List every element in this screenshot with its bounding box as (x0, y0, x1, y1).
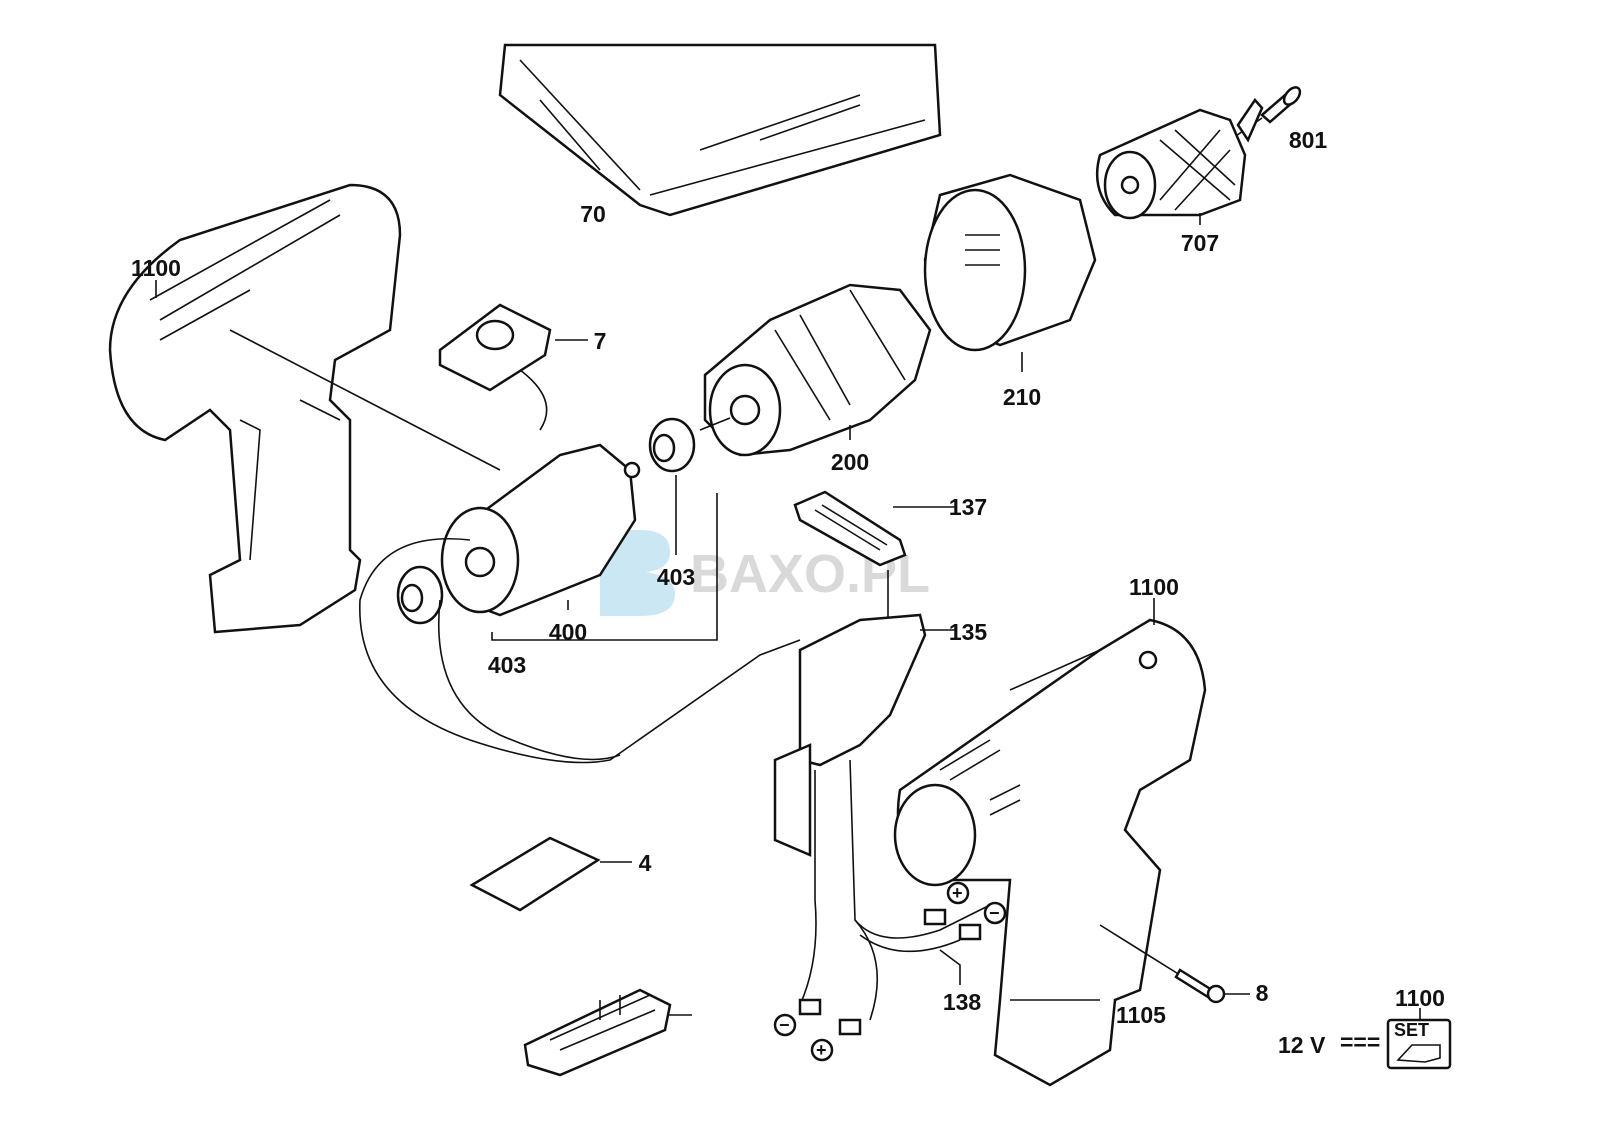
nameplate (469, 836, 632, 912)
label-400: 400 (549, 619, 587, 645)
motor (359, 443, 801, 764)
label-200: 200 (831, 449, 869, 475)
label-1100-left: 1100 (131, 255, 181, 281)
housing-right (893, 598, 1250, 1087)
svg-text:+: + (952, 883, 963, 903)
label-7: 7 (594, 328, 607, 354)
label-707: 707 (1181, 230, 1219, 256)
label-801: 801 (1289, 127, 1328, 153)
label-1100-right: 1100 (1129, 574, 1179, 600)
voltage-label: 12 V (1278, 1032, 1326, 1058)
bushing-upper (648, 417, 696, 555)
label-403-lower: 403 (488, 652, 526, 678)
label-403-upper: 403 (657, 564, 695, 590)
label-1100-set: 1100 (1395, 985, 1445, 1011)
switch-135 (773, 613, 991, 1036)
gearbox (699, 283, 932, 457)
dc-symbol: === (1340, 1029, 1380, 1055)
label-1105: 1105 (1116, 1002, 1166, 1028)
label-138: 138 (943, 989, 982, 1015)
label-8: 8 (1256, 980, 1269, 1006)
polarity-markers: + − − + (773, 881, 1007, 1062)
battery-contact (523, 988, 692, 1077)
keyless-chuck (1095, 97, 1264, 225)
housing-left (108, 183, 501, 634)
label-4: 4 (639, 850, 652, 876)
svg-text:SET: SET (1394, 1020, 1429, 1040)
label-210: 210 (1003, 384, 1041, 410)
torque-collar (923, 173, 1097, 372)
svg-text:+: + (816, 1040, 827, 1060)
label-137: 137 (949, 494, 987, 520)
housing-set-badge: SET (1386, 1008, 1452, 1070)
carrying-case (498, 43, 942, 217)
svg-text:−: − (779, 1015, 790, 1035)
label-135: 135 (949, 619, 988, 645)
svg-text:−: − (989, 903, 1000, 923)
label-70: 70 (580, 201, 606, 227)
direction-switch (438, 303, 588, 431)
part-labels: 801 70 707 1100 7 210 200 137 403 400 40… (131, 127, 1445, 1058)
